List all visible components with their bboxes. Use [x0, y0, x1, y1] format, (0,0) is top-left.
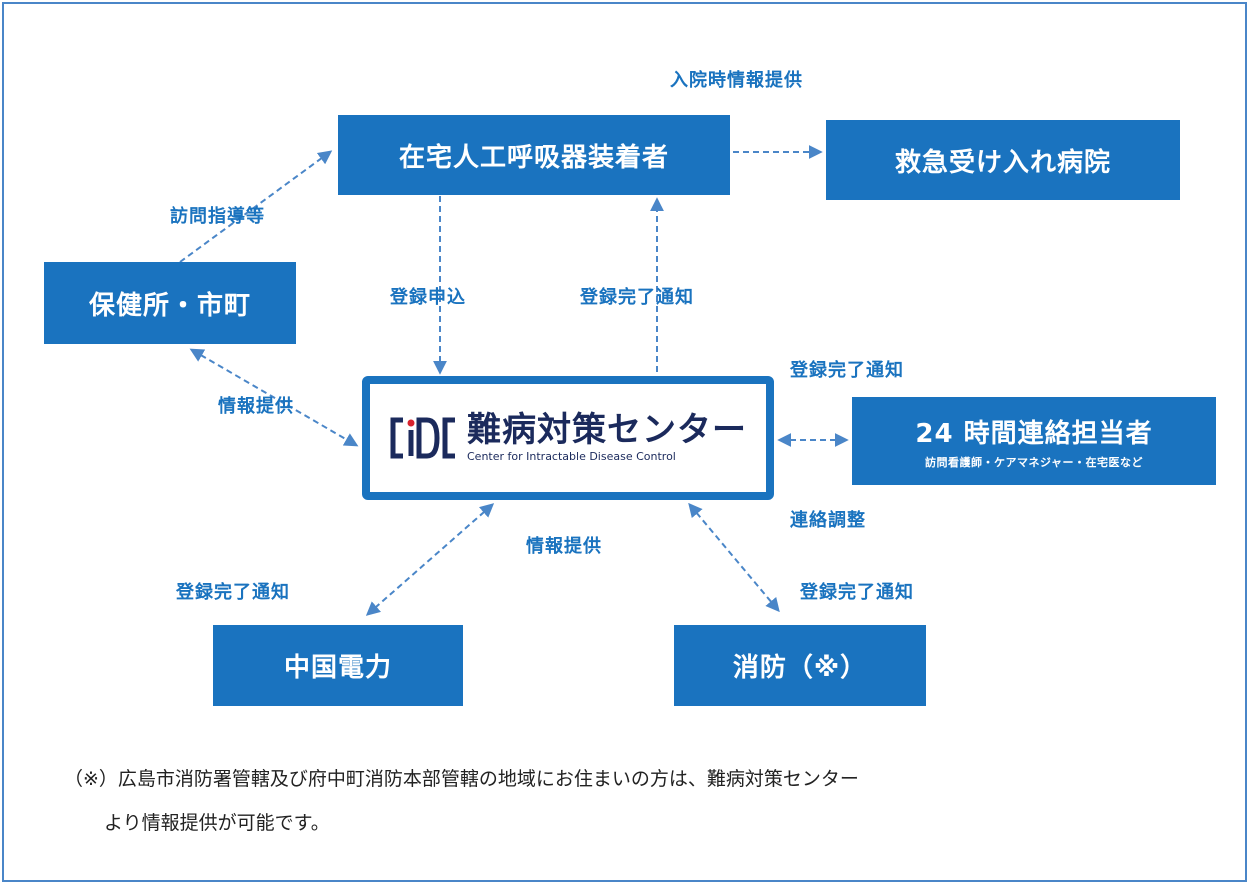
- node-health-center: 保健所・市町: [44, 262, 296, 344]
- node-contact-person: 24 時間連絡担当者 訪問看護師・ケアマネジャー・在宅医など: [852, 397, 1216, 485]
- center-name-en: Center for Intractable Disease Control: [467, 450, 676, 463]
- node-fire-dept: 消防（※）: [674, 625, 926, 706]
- node-fire-dept-label: 消防（※）: [732, 653, 868, 683]
- node-patient: 在宅人工呼吸器装着者: [338, 115, 730, 195]
- label-info-provision-health: 情報提供: [218, 396, 294, 417]
- arrow-center-fire-bidirectional: [688, 502, 780, 613]
- label-visit-guidance: 訪問指導等: [170, 206, 265, 227]
- label-completion-notice-fire: 登録完了通知: [800, 582, 914, 603]
- node-patient-label: 在宅人工呼吸器装着者: [398, 142, 669, 173]
- label-completion-notice-power: 登録完了通知: [176, 582, 290, 603]
- node-contact-person-label: 24 時間連絡担当者: [915, 418, 1153, 449]
- label-admission-info: 入院時情報提供: [670, 70, 803, 91]
- cidc-logo-icon: [390, 417, 455, 459]
- label-completion-notice-patient: 登録完了通知: [580, 287, 694, 308]
- label-completion-notice-contact: 登録完了通知: [790, 360, 904, 381]
- arrow-center-power-bidirectional: [365, 503, 495, 616]
- center-logo: 難病対策センター Center for Intractable Disease …: [389, 413, 747, 463]
- node-center: 難病対策センター Center for Intractable Disease …: [362, 376, 774, 500]
- center-name-jp: 難病対策センター: [467, 410, 747, 450]
- arrow-health-center-bidirectional: [189, 348, 359, 447]
- arrow-health-to-patient: [179, 150, 333, 263]
- node-power-company: 中国電力: [213, 625, 463, 706]
- node-health-center-label: 保健所・市町: [88, 290, 251, 321]
- label-contact-coordination: 連絡調整: [790, 510, 866, 531]
- footnote-line-1: （※）広島市消防署管轄及び府中町消防本部管轄の地域にお住まいの方は、難病対策セン…: [64, 768, 859, 790]
- node-power-company-label: 中国電力: [283, 653, 392, 683]
- label-registration-request: 登録申込: [390, 287, 466, 308]
- footnote-line-2: より情報提供が可能です。: [104, 812, 330, 834]
- node-hospital-label: 救急受け入れ病院: [894, 147, 1111, 178]
- node-hospital: 救急受け入れ病院: [826, 120, 1180, 200]
- label-info-provision-center: 情報提供: [526, 536, 602, 557]
- node-contact-person-sublabel: 訪問看護師・ケアマネジャー・在宅医など: [925, 455, 1143, 469]
